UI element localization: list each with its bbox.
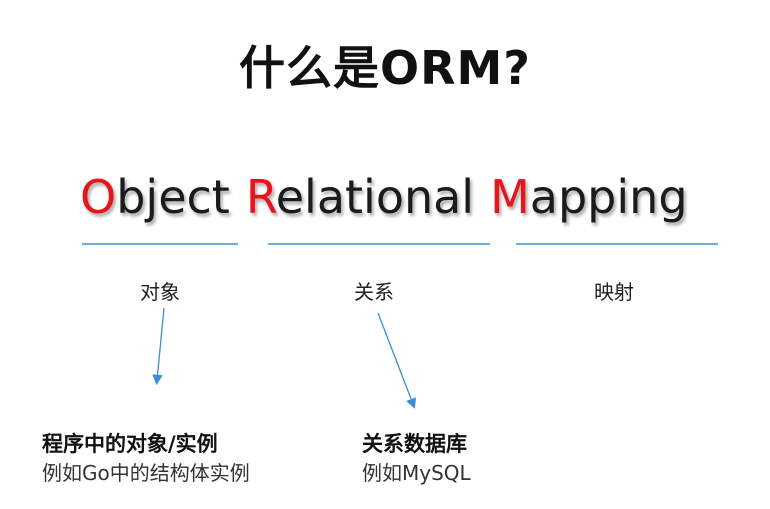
initial-m: M — [490, 170, 530, 224]
word-relational-rest: elational — [275, 170, 475, 224]
label-relational: 关系 — [354, 280, 394, 304]
relational-description-example: 例如MySQL — [362, 461, 471, 485]
word-mapping: Mapping — [490, 170, 687, 224]
page-title: 什么是ORM? — [239, 41, 531, 95]
object-description-title: 程序中的对象/实例 — [42, 432, 218, 456]
word-object-rest: bject — [116, 170, 230, 224]
underline-mapping — [516, 243, 718, 245]
underline-relational — [268, 243, 490, 245]
object-description-example: 例如Go中的结构体实例 — [42, 461, 250, 485]
arrow-object — [152, 307, 165, 386]
word-object: Object — [80, 170, 230, 224]
word-mapping-rest: apping — [529, 170, 688, 224]
arrow-relational — [377, 312, 416, 409]
initial-o: O — [80, 170, 117, 224]
initial-r: R — [245, 170, 276, 224]
acronym-expansion: Object Relational Mapping — [80, 170, 688, 240]
label-mapping: 映射 — [594, 280, 634, 304]
word-relational: Relational — [246, 170, 474, 224]
relational-description-title: 关系数据库 — [362, 432, 467, 456]
label-object: 对象 — [140, 280, 180, 304]
underline-object — [82, 243, 238, 245]
